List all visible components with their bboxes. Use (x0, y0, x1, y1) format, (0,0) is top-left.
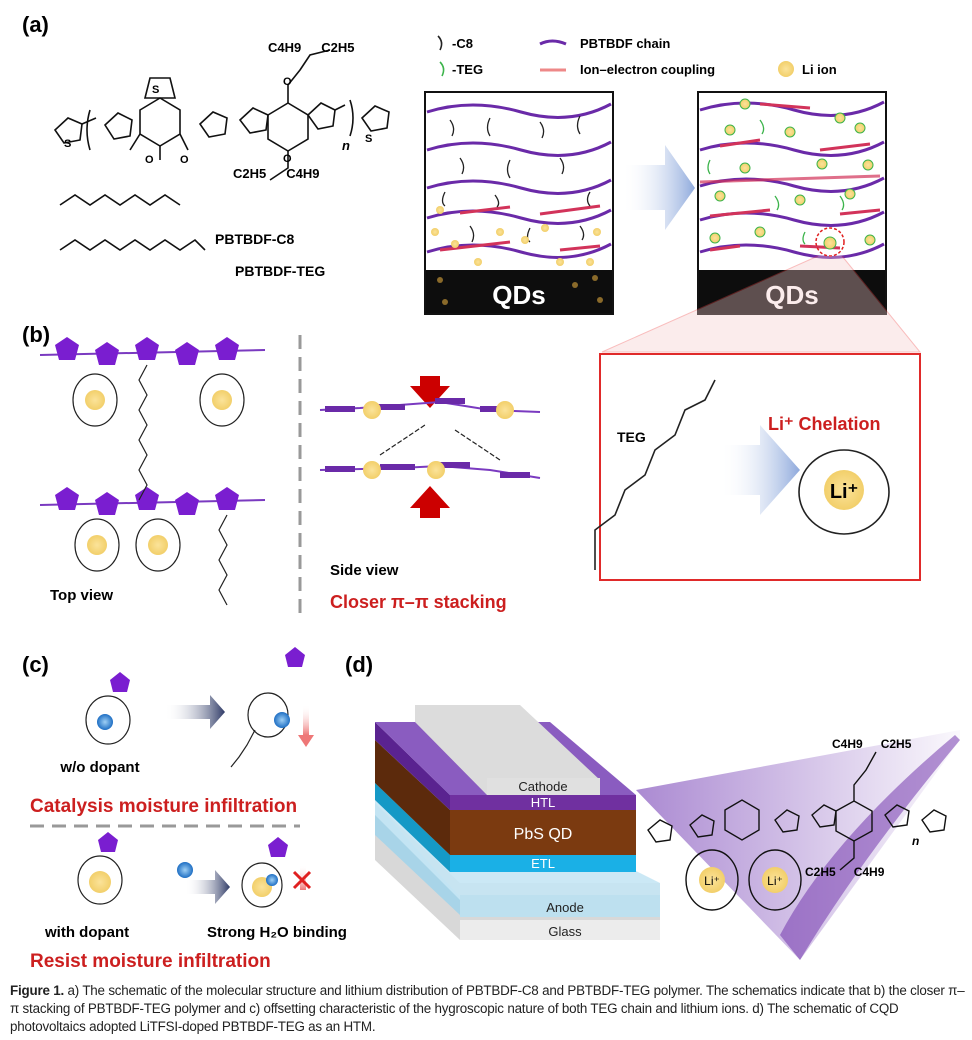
highlight-circle (815, 227, 845, 257)
li-chelated-label: Li⁺ (830, 481, 858, 503)
legend: -C8 -TEG PBTBDF chain Ion–electron coupl… (437, 35, 837, 77)
layer-etl: ETL (531, 856, 555, 871)
teg-chain-icon (439, 61, 445, 77)
figure-caption: Figure 1. a) The schematic of the molecu… (10, 982, 965, 1036)
catalysis-label: Catalysis moisture infiltration (30, 796, 297, 817)
atom-label: S (64, 138, 71, 150)
moisture-schematic: w/o dopant Catalysis moisture infiltrati… (30, 647, 347, 972)
teg-film-schematic: QDs (697, 91, 887, 315)
legend-li: Li ion (802, 62, 837, 77)
resist-label: Resist moisture infiltration (30, 951, 271, 972)
stacking-label: Closer π–π stacking (330, 592, 507, 612)
legend-chain: PBTBDF chain (580, 36, 670, 51)
repeat-unit-n: n (342, 138, 350, 153)
teg-label: TEG (617, 429, 646, 445)
atom-label: S (365, 133, 372, 145)
layer-cathode: Cathode (518, 779, 567, 794)
without-dopant-label: w/o dopant (59, 759, 139, 776)
caption-text: a) The schematic of the molecular struct… (10, 983, 965, 1034)
atom-label: S (152, 84, 159, 96)
transition-arrow (622, 145, 695, 230)
legend-teg: -TEG (452, 62, 483, 77)
pbtbdf-c8-label: PBTBDF-C8 (215, 231, 295, 247)
panel-label-c: (c) (22, 652, 49, 677)
chelation-label: Li⁺ Chelation (768, 414, 881, 434)
device-stack: Cathode HTL PbS QD ETL Anode Glass (375, 705, 660, 940)
legend-c8: -C8 (452, 36, 473, 51)
atom-label: O (145, 154, 154, 166)
top-view-label: Top view (50, 587, 113, 604)
li-ion-icon (778, 61, 794, 77)
zoom-callout (601, 255, 922, 353)
panel-label-a: (a) (22, 12, 49, 37)
atom-label: O (180, 154, 189, 166)
li-label-2: Li⁺ (767, 874, 783, 888)
pbtbdf-teg-label: PBTBDF-TEG (235, 263, 325, 279)
li-label-1: Li⁺ (704, 874, 720, 888)
caption-lead: Figure 1. (10, 983, 65, 998)
c8-film-schematic: QDs (424, 91, 614, 315)
panel-label-d: (d) (345, 652, 373, 677)
pbtbdf-molecule-structure (53, 49, 390, 251)
side-view-schematic: Side view Closer π–π stacking (319, 376, 541, 612)
layer-htl: HTL (531, 795, 556, 810)
atom-label: O (283, 153, 292, 165)
h2o-binding-label: Strong H₂O binding (207, 924, 347, 941)
side-view-label: Side view (330, 562, 399, 579)
top-view-schematic: Top view (39, 337, 266, 606)
legend-coupling: Ion–electron coupling (580, 62, 715, 77)
blocked-x-icon (292, 870, 312, 890)
layer-glass: Glass (548, 924, 582, 939)
repeat-unit-n: n (912, 834, 919, 848)
layer-pbs-qd: PbS QD (514, 826, 573, 843)
layer-anode: Anode (546, 900, 584, 915)
qds-label-right: QDs (765, 280, 818, 310)
qds-label-left: QDs (492, 280, 545, 310)
with-dopant-label: with dopant (44, 924, 129, 941)
panel-label-b: (b) (22, 322, 50, 347)
c8-chain-icon (437, 35, 443, 51)
chelation-inset: TEG Li⁺ Chelation Li⁺ (594, 353, 921, 581)
polymer-chain-icon (539, 39, 567, 46)
atom-label: O (283, 76, 292, 88)
